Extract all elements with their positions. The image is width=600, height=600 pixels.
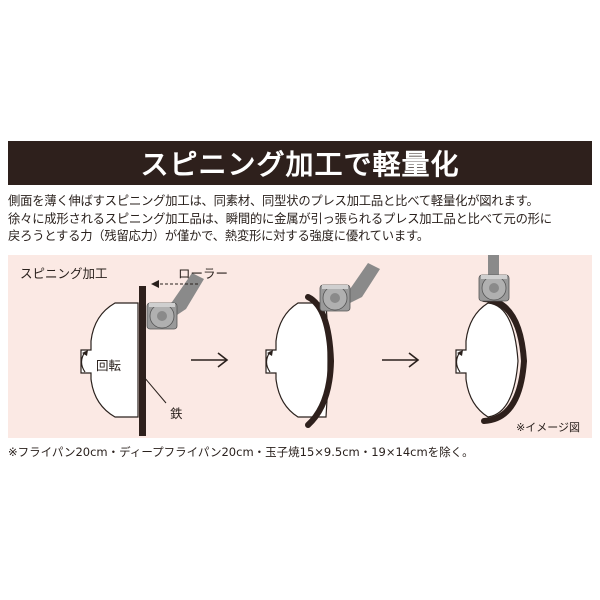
iron-label: 鉄: [170, 406, 183, 421]
roller-2: [319, 284, 351, 312]
iron-sheet-partial: [305, 294, 335, 428]
stage-3: [455, 255, 528, 424]
image-note: ※イメージ図: [516, 421, 580, 434]
rotation-arrowhead-3: [457, 350, 463, 356]
spinning-diagram: スピニング加工 ローラー 回転 鉄 ※イメージ図: [8, 255, 592, 438]
roller-direction-arrowhead: [151, 280, 159, 288]
rotation-arrowhead-1: [82, 350, 88, 356]
title-bar: スピニング加工で軽量化: [8, 141, 592, 185]
stage-2: [265, 263, 380, 428]
mold-3: [455, 302, 519, 418]
process-arrow-1: [191, 352, 229, 368]
process-arrow-2: [382, 352, 420, 368]
rotation-label: 回転: [96, 358, 122, 373]
mold-1: [80, 302, 139, 418]
iron-sheet-formed: [481, 296, 528, 424]
description-line-2: 徐々に成形されるスピニング加工品は、瞬間的に金属が引っ張られるプレス加工品と比べ…: [8, 211, 552, 226]
description: 側面を薄く伸ばすスピニング加工は、同素材、同型状のプレス加工品と比べて軽量化が図…: [8, 193, 594, 246]
rotation-arrowhead-2: [267, 350, 273, 356]
page-title: スピニング加工で軽量化: [140, 148, 460, 181]
roller-arm-3: [488, 255, 499, 285]
iron-sheet-flat: [139, 286, 146, 436]
roller-3: [478, 274, 510, 302]
spinning-process-illustration: [80, 255, 528, 436]
diagram-heading: スピニング加工: [20, 266, 108, 281]
description-line-3: 戻ろうとする力（残留応力）が僅かで、熱変形に対する強度に優れています。: [8, 229, 429, 243]
roller-1: [146, 302, 178, 330]
footnote: ※フライパン20cm・ディープフライパン20cm・玉子焼15×9.5cm・19×…: [8, 445, 474, 459]
iron-pointer: [143, 376, 167, 404]
description-line-1: 側面を薄く伸ばすスピニング加工は、同素材、同型状のプレス加工品と比べて軽量化が図…: [8, 194, 539, 208]
stage-1: [80, 273, 204, 436]
mold-2: [265, 302, 329, 418]
roller-label: ローラー: [178, 266, 229, 281]
